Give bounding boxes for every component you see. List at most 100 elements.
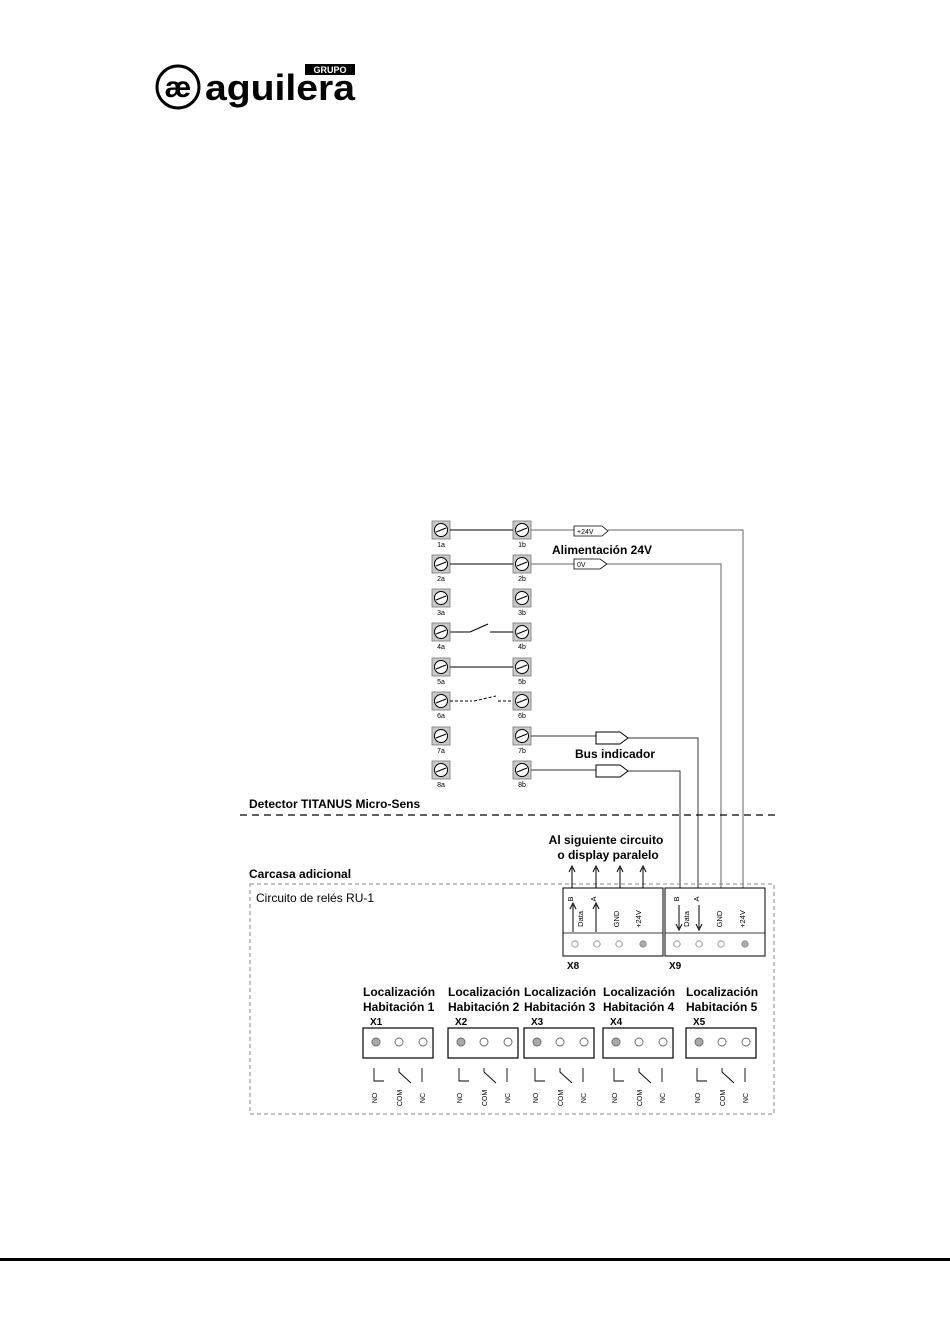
logo-mark: æ — [165, 71, 192, 104]
terminal-4b — [512, 622, 532, 642]
terminal-2a — [431, 554, 451, 574]
siguiente-label-1: Al siguiente circuito — [549, 833, 664, 847]
terminal-8a — [431, 760, 451, 780]
relay-3-pin-1: COM — [558, 1090, 565, 1107]
terminal-5a — [431, 657, 451, 677]
terminal-1a — [431, 520, 451, 540]
terminal-7a — [431, 726, 451, 746]
relay-2-switch — [483, 1068, 508, 1084]
zero-volt-label: 0V — [577, 562, 586, 569]
relay-3-switch — [559, 1068, 584, 1084]
x8-out-arrow-3 — [639, 864, 647, 888]
relay-5-line1: Localización — [686, 985, 758, 999]
aguilera-logo: æ GRUPO aguilera — [155, 64, 356, 110]
relay-2-pin-1: COM — [482, 1090, 489, 1107]
relay-4-pin-0: NO — [612, 1092, 619, 1103]
terminal-label-1a: 1a — [437, 542, 445, 549]
siguiente-label-2: o display paralelo — [557, 848, 658, 862]
wire-bus-b — [531, 769, 681, 935]
terminal-7b — [512, 726, 532, 746]
terminal-2a-slot — [435, 561, 447, 567]
relay-2-hole-1 — [479, 1037, 489, 1047]
terminal-label-8a: 8a — [437, 782, 445, 789]
terminal-8b — [512, 760, 532, 780]
relay-4-pin-2: NC — [660, 1093, 667, 1103]
bus-flag-top — [595, 731, 629, 745]
alimentacion-label: Alimentación 24V — [552, 543, 652, 557]
terminal-3b-slot — [516, 595, 528, 601]
relay-5-pin-1: COM — [720, 1090, 727, 1107]
terminal-label-5b: 5b — [518, 679, 526, 686]
terminal-7a-slot — [435, 733, 447, 739]
relay-2-line2: Habitación 2 — [448, 1000, 520, 1014]
relay-4-line1: Localización — [603, 985, 675, 999]
terminal-label-3a: 3a — [437, 610, 445, 617]
terminal-label-7a: 7a — [437, 748, 445, 755]
relay-3-pin-0: NO — [533, 1092, 540, 1103]
wire-0v — [531, 563, 722, 935]
relay-5-pin-0: NO — [695, 1092, 702, 1103]
x8-pin-1: Data — [576, 910, 585, 927]
detector-label: Detector TITANUS Micro-Sens — [249, 797, 420, 811]
terminal-5b-slot — [516, 664, 528, 670]
terminal-4b-slot — [516, 629, 528, 635]
x9-hole-0 — [673, 940, 681, 948]
terminal-label-4b: 4b — [518, 644, 526, 651]
relay-4-hole-0 — [611, 1037, 621, 1047]
logo-tag: GRUPO — [313, 65, 346, 75]
x8-hole-1 — [593, 940, 601, 948]
x8-hole-0 — [571, 940, 579, 948]
relay-2-hole-0 — [456, 1037, 466, 1047]
x9-pin-1: Data — [682, 910, 691, 927]
relay-4-switch — [638, 1068, 663, 1084]
x8-pin-2: A — [589, 896, 598, 901]
terminal-3a-slot — [435, 595, 447, 601]
relay-2-pin-2: NC — [505, 1093, 512, 1103]
carcasa-box — [249, 883, 775, 1115]
terminal-8a-slot — [435, 767, 447, 773]
relay-3-hole-1 — [555, 1037, 565, 1047]
relay-5-hole-0 — [694, 1037, 704, 1047]
x9-hole-3 — [741, 940, 749, 948]
relay-1-hole-0 — [371, 1037, 381, 1047]
x8-out-arrow-1 — [592, 864, 600, 888]
terminal-label-6a: 6a — [437, 713, 445, 720]
relay-4-line2: Habitación 4 — [603, 1000, 675, 1014]
terminal-label-2b: 2b — [518, 576, 526, 583]
relay-3-hole-0 — [532, 1037, 542, 1047]
x8-out-arrow-0 — [568, 864, 576, 888]
relay-3-no-wire — [534, 1068, 545, 1082]
terminal-label-3b: 3b — [518, 610, 526, 617]
relay-1-pin-0: NO — [372, 1092, 379, 1103]
relay-1-hole-1 — [394, 1037, 404, 1047]
x9-pin-4: +24V — [738, 910, 747, 928]
relay-2-name: X2 — [455, 1017, 468, 1028]
terminal-1b-slot — [516, 527, 528, 533]
relay-1-no-wire — [373, 1068, 384, 1082]
terminal-label-5a: 5a — [437, 679, 445, 686]
terminal-label-7b: 7b — [518, 748, 526, 755]
plus24-flag: +24V — [573, 525, 609, 537]
relay-5-switch — [721, 1068, 746, 1084]
x8-data-arrow-a — [592, 901, 600, 932]
terminal-6b-slot — [516, 698, 528, 704]
terminal-6b — [512, 691, 532, 711]
relay-4-hole-2 — [658, 1037, 668, 1047]
terminal-5a-slot — [435, 664, 447, 670]
contact-4 — [450, 623, 513, 633]
x9-data-arrow-a — [695, 905, 703, 932]
plus24-label: +24V — [577, 529, 594, 536]
x9-pin-2: A — [692, 896, 701, 901]
x8-out-arrow-2 — [616, 864, 624, 888]
relay-3-line2: Habitación 3 — [524, 1000, 596, 1014]
x9-pin-3: GND — [715, 910, 724, 927]
relay-5-name: X5 — [693, 1017, 706, 1028]
